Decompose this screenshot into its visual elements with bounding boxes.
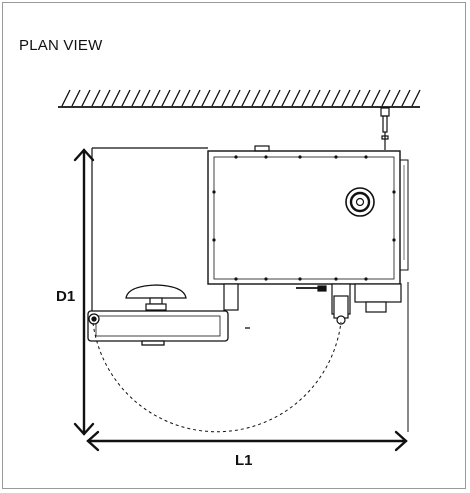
hatch-mark xyxy=(61,89,71,107)
hatch-mark xyxy=(231,89,241,107)
hatch-mark xyxy=(191,89,201,107)
hatch-mark xyxy=(221,89,231,107)
hatch-mark xyxy=(321,89,331,107)
hatch-mark xyxy=(401,89,411,107)
pivot-arm xyxy=(333,295,349,325)
hatch-mark xyxy=(161,89,171,107)
body-underside xyxy=(223,283,402,315)
wall-hatch xyxy=(58,89,421,108)
hatch-mark xyxy=(391,89,401,107)
hatch-mark xyxy=(311,89,321,107)
hatch-mark xyxy=(201,89,211,107)
swing-arc xyxy=(92,321,342,433)
diagram-frame xyxy=(2,2,466,489)
diagram-title: PLAN VIEW xyxy=(19,37,103,54)
hatch-mark xyxy=(241,89,251,107)
hatch-mark xyxy=(351,89,361,107)
hatch-mark xyxy=(381,89,391,107)
hatch-mark xyxy=(411,89,421,107)
dimension-label-d1: D1 xyxy=(56,288,76,305)
hatch-mark xyxy=(171,89,181,107)
dimension-arrow-l1 xyxy=(86,430,408,452)
carriage-handle xyxy=(125,284,187,311)
control-knob xyxy=(345,187,375,217)
hatch-mark xyxy=(341,89,351,107)
hatch-mark xyxy=(331,89,341,107)
dimension-arrow-d1 xyxy=(73,148,95,436)
hatch-mark xyxy=(211,89,221,107)
hatch-mark xyxy=(121,89,131,107)
hatch-mark xyxy=(291,89,301,107)
hatch-mark xyxy=(181,89,191,107)
hatch-mark xyxy=(131,89,141,107)
hatch-mark xyxy=(91,89,101,107)
hatch-mark xyxy=(141,89,151,107)
hatch-mark xyxy=(261,89,271,107)
hatch-mark xyxy=(101,89,111,107)
hatch-mark xyxy=(71,89,81,107)
dimension-label-l1: L1 xyxy=(235,452,253,469)
appliance-body xyxy=(207,150,409,285)
hatch-mark xyxy=(371,89,381,107)
hatch-mark xyxy=(301,89,311,107)
hatch-mark xyxy=(281,89,291,107)
hatch-mark xyxy=(271,89,281,107)
rear-housing xyxy=(91,145,270,312)
sliding-carriage xyxy=(87,310,250,346)
hatch-mark xyxy=(111,89,121,107)
wall-cable xyxy=(380,107,390,150)
hatch-mark xyxy=(361,89,371,107)
hatch-mark xyxy=(151,89,161,107)
hatch-mark xyxy=(81,89,91,107)
hatch-mark xyxy=(251,89,261,107)
